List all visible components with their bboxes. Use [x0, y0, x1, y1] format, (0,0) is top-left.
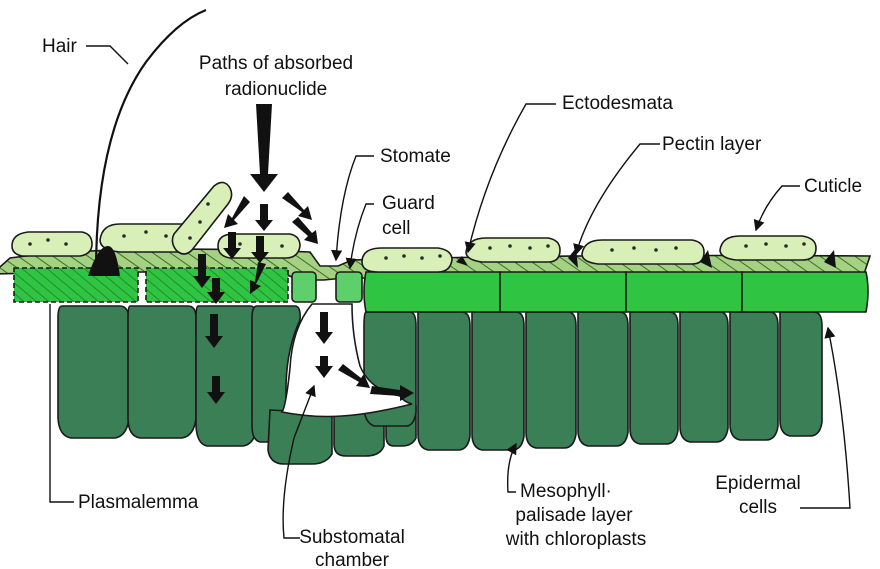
- palisade-layer: [58, 306, 822, 464]
- label-ectodesmata: Ectodesmata: [562, 93, 673, 114]
- label-hair: Hair: [42, 36, 78, 57]
- label-mesophyll-line3: with chloroplasts: [505, 529, 646, 550]
- label-cuticle: Cuticle: [804, 176, 862, 197]
- label-guard-line1: Guard: [382, 193, 435, 214]
- label-mesophyll-line1: Mesophyll·: [520, 481, 612, 502]
- label-substomatal-line1: Substomatal: [299, 527, 405, 548]
- label-paths-line1: Paths of absorbed: [199, 53, 353, 74]
- label-paths-line2: radionuclide: [225, 79, 327, 100]
- label-epidermal-line2: cells: [739, 497, 777, 518]
- label-stomate: Stomate: [380, 146, 451, 167]
- label-pectin-layer: Pectin layer: [662, 134, 762, 155]
- label-mesophyll-line2: palisade layer: [515, 505, 633, 526]
- label-epidermal-line1: Epidermal: [715, 473, 801, 494]
- label-substomatal-line2: chamber: [315, 550, 390, 569]
- label-guard-line2: cell: [382, 218, 411, 239]
- label-plasmalemma: Plasmalemma: [78, 492, 199, 513]
